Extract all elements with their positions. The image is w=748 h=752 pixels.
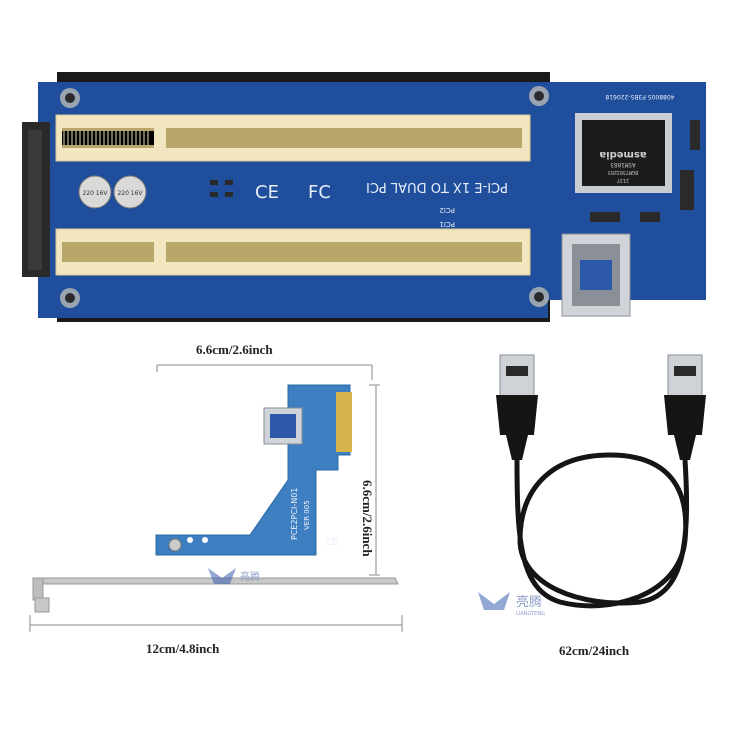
pcie-gold-fingers (336, 392, 352, 452)
cap1-label: 220 16V (82, 190, 108, 197)
cable-length-label: 62cm/24inch (559, 643, 630, 658)
watermark-text-right: 亮腾 (516, 594, 542, 610)
smd-components (210, 120, 700, 222)
riser-assembly: CE PCE2PCI-N01 VER 005 亮腾 (29, 364, 403, 632)
slot-label-pci2: PCI2 (439, 206, 455, 214)
dual-pci-card: 220 16V 220 16V CE FC PCI-E 1X TO DUAL P… (22, 72, 706, 322)
mounting-holes (60, 86, 549, 308)
riser-usb-port (263, 407, 303, 445)
usb-connector-left (496, 354, 538, 460)
riser-ce-mark: CE (325, 537, 338, 548)
riser-ver: VER 005 (303, 500, 311, 530)
riser-pcb (155, 384, 351, 556)
chip-brand: asmedia (599, 149, 646, 160)
cable-loop (514, 452, 690, 609)
riser-screw (168, 538, 182, 552)
usb3-port (561, 233, 631, 317)
watermark-logo-left (208, 568, 236, 584)
riser-code: PCE2PCI-N01 (290, 488, 299, 540)
usb-connector-right (664, 354, 706, 460)
bracket-length-label: 12cm/4.8inch (146, 641, 220, 656)
chip-model: ASM1083 (610, 161, 636, 168)
usb-cable: 亮腾 LIANGTENG (478, 354, 706, 617)
ce-mark: CE (255, 182, 279, 203)
riser-height-label: 6.6cm/2.6inch (360, 480, 375, 557)
capacitors (78, 175, 147, 209)
cap2-label: 220 16V (117, 190, 143, 197)
board-top-code: 4088005 P3B5-220618 (605, 93, 674, 100)
watermark-sub-right: LIANGTENG (516, 611, 545, 617)
pci-slot-1 (55, 114, 531, 162)
riser-width-label: 6.6cm/2.6inch (196, 342, 273, 357)
fc-mark: FC (308, 182, 331, 203)
watermark-text-left: 亮腾 (240, 570, 260, 583)
slot-label-pci1: PCI1 (439, 220, 455, 228)
chip-batch: 2137 (617, 177, 629, 183)
watermark-logo-right (478, 592, 510, 610)
bridge-chip (575, 113, 672, 193)
pci-slot-2 (55, 228, 531, 276)
board-title-silk: PCI-E 1X TO DUAL PCI (366, 179, 508, 194)
chip-code: BGM7303283 (608, 169, 638, 175)
